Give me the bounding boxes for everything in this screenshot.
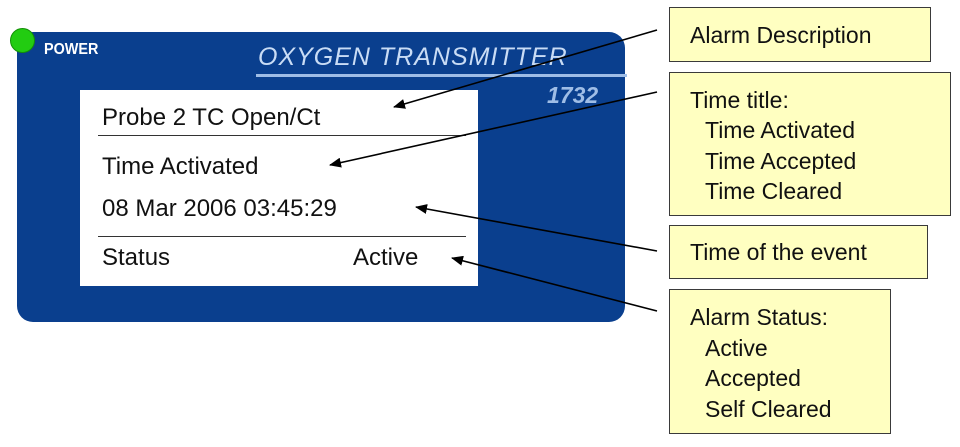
callout-alarm-description: Alarm Description: [669, 7, 931, 62]
display-divider-top: [98, 135, 466, 136]
arrow-alarm-status: [451, 255, 658, 312]
display-divider-bottom: [98, 236, 466, 237]
callout-alarm-status-item: Self Cleared: [705, 396, 832, 422]
callout-time-title-item: Time Activated: [705, 117, 855, 143]
arrow-alarm-description: [393, 29, 658, 109]
arrow-time-title: [329, 91, 658, 168]
power-label: POWER: [44, 41, 99, 58]
status-value: Active: [353, 244, 419, 271]
callout-time-title-title: Time title:: [690, 87, 789, 113]
arrow-time-of-event: [415, 204, 658, 252]
device-name: OXYGEN TRANSMITTER: [258, 43, 568, 71]
callout-alarm-description-title: Alarm Description: [690, 22, 872, 48]
callout-time-title: Time title: Time Activated Time Accepted…: [669, 72, 951, 216]
time-title-text: Time Activated: [102, 153, 259, 180]
callout-time-of-event: Time of the event: [669, 225, 928, 279]
power-led-icon: [10, 28, 35, 53]
callout-alarm-status-item: Accepted: [705, 365, 801, 391]
callout-alarm-status-item: Active: [705, 335, 768, 361]
device-name-underline: [256, 74, 627, 77]
callout-time-title-item: Time Accepted: [705, 148, 857, 174]
callout-time-of-event-title: Time of the event: [690, 239, 867, 265]
timestamp-text: 08 Mar 2006 03:45:29: [102, 195, 337, 222]
callout-alarm-status-title: Alarm Status:: [690, 304, 829, 330]
alarm-description-text: Probe 2 TC Open/Ct: [102, 104, 321, 131]
callout-alarm-status: Alarm Status: Active Accepted Self Clear…: [669, 289, 891, 434]
callout-time-title-item: Time Cleared: [705, 178, 843, 204]
status-label: Status: [102, 244, 171, 271]
model-number: 1732: [547, 82, 599, 108]
display-screen: Probe 2 TC Open/Ct Time Activated 08 Mar…: [80, 90, 478, 286]
